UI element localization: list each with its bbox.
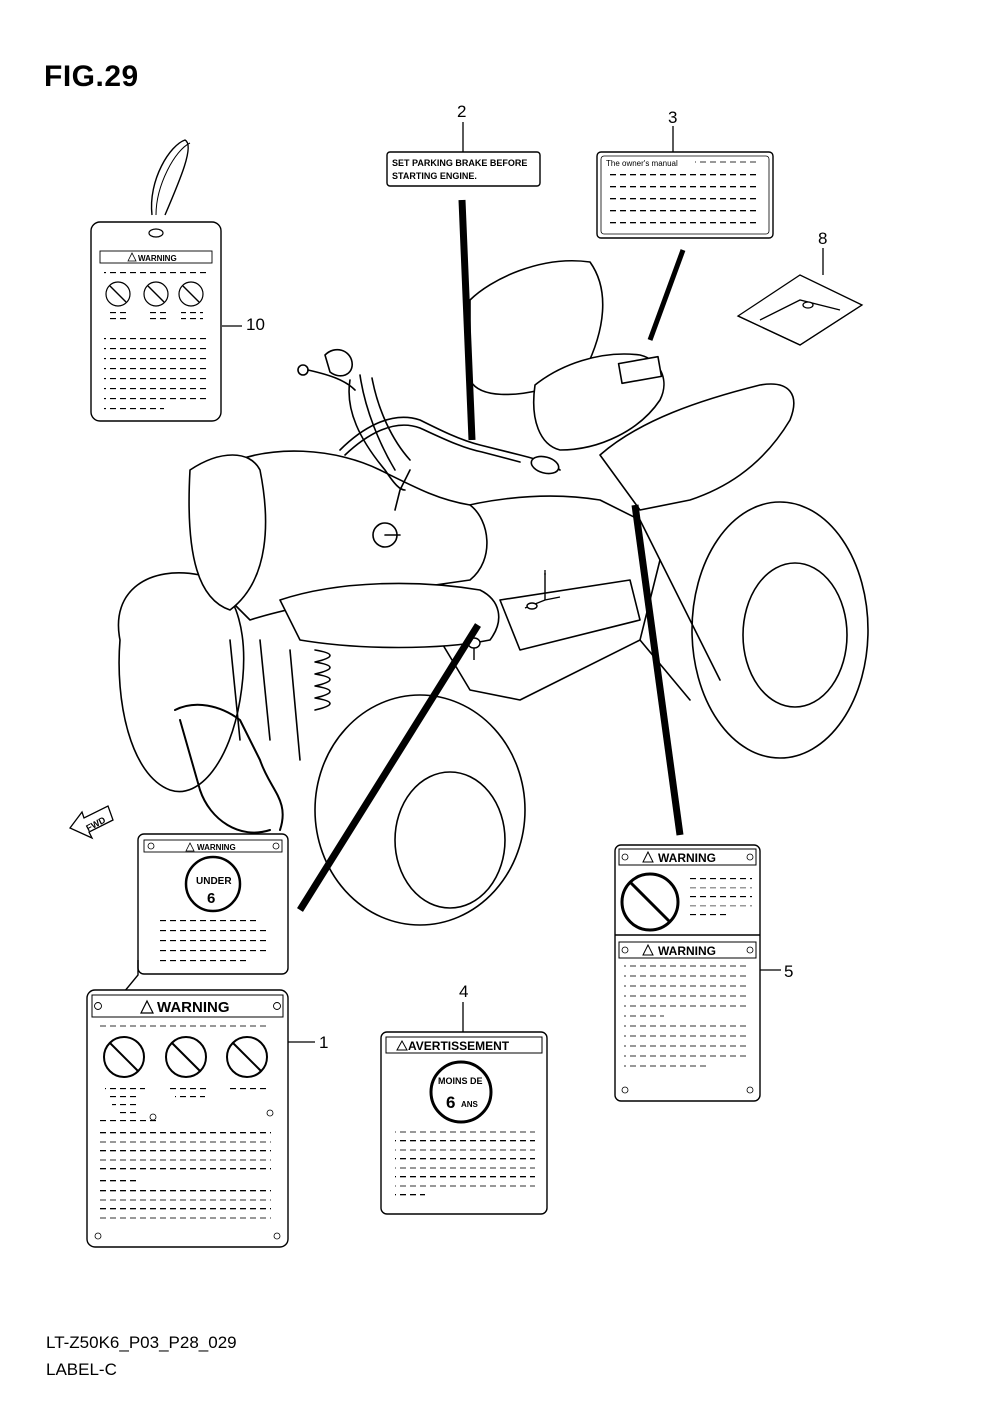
svg-text:UNDER: UNDER — [196, 876, 232, 887]
callout-10: 10 — [246, 315, 265, 334]
svg-text:WARNING: WARNING — [197, 843, 236, 852]
figure-title: FIG.29 — [44, 60, 139, 93]
label-4-avertissement: AVERTISSEMENT MOINS DE 6 ANS — [380, 1031, 548, 1215]
front-right-wheel-hub — [394, 771, 506, 909]
callout-3: 3 — [668, 108, 678, 127]
svg-text:WARNING: WARNING — [157, 999, 230, 1016]
callout-8: 8 — [818, 229, 828, 248]
front-bumper — [174, 703, 284, 834]
part-8-pouch — [736, 274, 864, 346]
svg-text:6: 6 — [207, 890, 215, 907]
svg-text:WARNING: WARNING — [658, 944, 716, 958]
bolt-7 — [524, 573, 561, 610]
svg-text:ANS: ANS — [461, 1100, 479, 1109]
label-10-hang-tag: WARNING — [90, 139, 222, 422]
figure-code: LT-Z50K6_P03_P28_029 — [46, 1333, 237, 1352]
svg-text:WARNING: WARNING — [138, 254, 177, 263]
callout-1: 1 — [319, 1033, 329, 1052]
svg-text:The owner's manual: The owner's manual — [606, 159, 678, 168]
seat-label-spot — [617, 355, 663, 385]
callout-4: 4 — [459, 982, 469, 1001]
callout-5: 5 — [784, 962, 794, 981]
label-1-warning-set: WARNING UNDER 6 WARNING — [86, 833, 289, 1248]
svg-text:SET PARKING BRAKE BEFORE: SET PARKING BRAKE BEFORE — [392, 158, 527, 168]
front-fender-lower — [279, 582, 500, 649]
callout-2: 2 — [457, 102, 467, 121]
label-owners-manual: The owner's manual — [596, 151, 774, 239]
fwd-arrow — [68, 805, 114, 840]
svg-text:WARNING: WARNING — [658, 851, 716, 865]
label-parking-brake: SET PARKING BRAKE BEFORE STARTING ENGINE… — [386, 151, 541, 187]
leader-lines — [297, 199, 686, 912]
rear-wheel-hub — [742, 562, 848, 708]
svg-text:6: 6 — [446, 1093, 455, 1112]
lever-ball — [297, 364, 309, 376]
seat — [469, 260, 604, 396]
svg-text:STARTING ENGINE.: STARTING ENGINE. — [392, 171, 477, 181]
label-5-warning-pair: WARNING WARNING — [614, 844, 761, 1102]
atv-illustration — [117, 260, 869, 926]
footrest — [499, 579, 641, 651]
front-shock — [314, 649, 331, 711]
figure-label: LABEL-C — [46, 1360, 117, 1379]
left-grip — [324, 348, 353, 377]
front-left-wheel — [117, 572, 245, 793]
svg-text:MOINS DE: MOINS DE — [438, 1076, 483, 1086]
rear-fender — [599, 383, 795, 511]
handle-grip — [530, 455, 560, 475]
front-fender — [188, 454, 267, 611]
svg-text:AVERTISSEMENT: AVERTISSEMENT — [408, 1039, 510, 1053]
